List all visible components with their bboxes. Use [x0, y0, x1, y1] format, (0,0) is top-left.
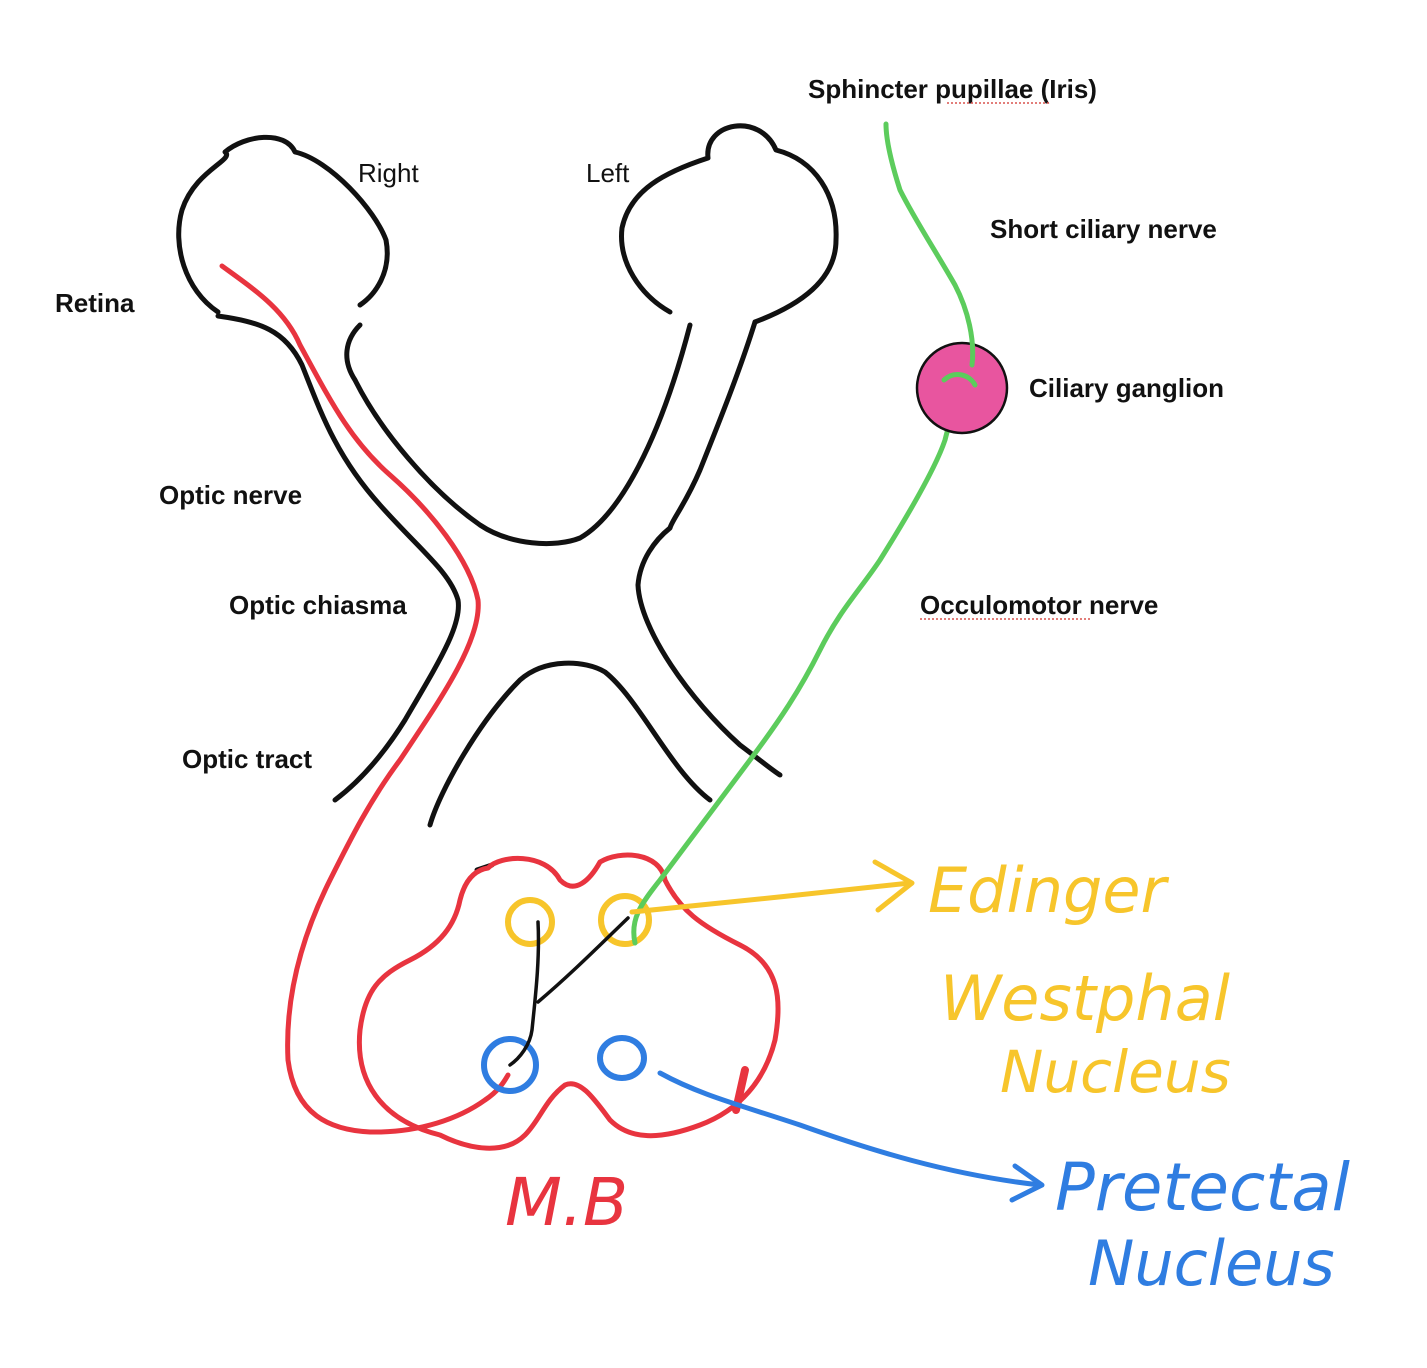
right-edinger-westphal-nucleus: [598, 893, 652, 947]
right-eye-label: Right: [358, 158, 419, 188]
sphincter-pupillae-label: Sphincter pupillae (Iris): [808, 74, 1097, 104]
left-optic-nerve-outer: [635, 319, 783, 778]
left-eyeball: [619, 123, 839, 325]
edinger-westphal-arrow: [629, 859, 915, 915]
optic-nerve-label: Optic nerve: [159, 480, 302, 510]
short-ciliary-nerve-line: [883, 121, 978, 388]
efferent-pathway-line: [631, 397, 958, 946]
right-pretectal-nucleus: [597, 1035, 647, 1081]
pretectal-nuclei: [481, 1035, 647, 1094]
pretectal-label-line-2: Nucleus: [1088, 1227, 1335, 1300]
edinger-label-line-1: Edinger: [928, 854, 1170, 927]
afferent-pathway-line: [219, 263, 511, 1135]
pretectal-label-line-1: Pretectal: [1055, 1149, 1351, 1226]
short-ciliary-nerve-label: Short ciliary nerve: [990, 214, 1217, 244]
right-optic-nerve-inner: [344, 322, 693, 547]
edinger-westphal-nuclei: [505, 893, 652, 947]
ciliary-ganglion-circle: [915, 341, 1009, 435]
left-eye-label: Left: [586, 158, 630, 188]
left-edinger-westphal-nucleus: [505, 897, 555, 947]
right-eyeball: [176, 134, 390, 315]
midbrain-outline: [356, 852, 781, 1151]
right-optic-nerve-outer: [215, 313, 461, 803]
pretectal-arrow: [657, 1070, 1045, 1203]
visual-pathway-outline: [176, 123, 839, 873]
occulomotor-nerve-label: Occulomotor nerve: [920, 590, 1158, 620]
ciliary-ganglion-label: Ciliary ganglion: [1029, 373, 1224, 403]
edinger-label-line-3: Nucleus: [1000, 1038, 1231, 1106]
optic-tract-label: Optic tract: [182, 744, 312, 774]
chiasma-lower-arch: [427, 660, 713, 828]
retina-label: Retina: [55, 288, 135, 318]
edinger-label-line-2: Westphal: [940, 962, 1230, 1035]
midbrain-label: M.B: [505, 1164, 628, 1241]
left-pretectal-nucleus: [481, 1036, 539, 1094]
optic-chiasma-label: Optic chiasma: [229, 590, 407, 620]
interneuron-connections: [508, 916, 630, 1067]
